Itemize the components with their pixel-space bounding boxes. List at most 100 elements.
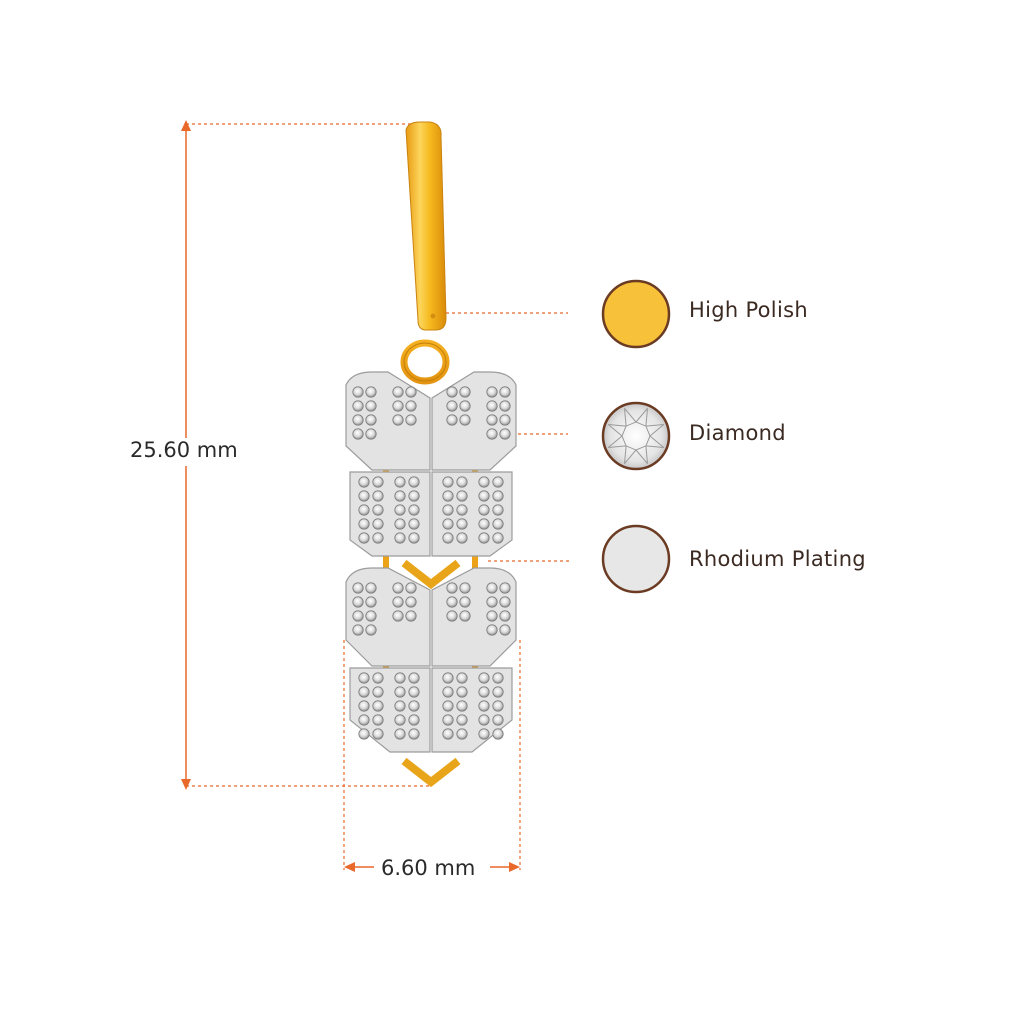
diamond-stone: [486, 596, 498, 608]
rhodium-swatch: [601, 524, 671, 594]
diamond-stone: [478, 532, 490, 544]
diamond-stone: [442, 518, 454, 530]
width-dimension: [343, 640, 521, 872]
diamond-stone: [408, 518, 420, 530]
diamond-stone: [372, 672, 384, 684]
diamond-stone: [442, 490, 454, 502]
diamond-stone: [459, 610, 471, 622]
diamond-stone: [372, 490, 384, 502]
diamond-stone: [372, 700, 384, 712]
pave-diamonds: [352, 386, 511, 740]
diamond-stone: [358, 672, 370, 684]
height-dimension-label: 25.60 mm: [130, 438, 238, 462]
diamond-stone: [442, 728, 454, 740]
diamond-stone: [446, 386, 458, 398]
diamond-stone: [394, 490, 406, 502]
diamond-stone: [405, 400, 417, 412]
upper-section: [345, 371, 517, 557]
diamond-stone: [372, 686, 384, 698]
diamond-stone: [352, 610, 364, 622]
diamond-stone: [405, 386, 417, 398]
diamond-stone: [492, 490, 504, 502]
diamond-stone: [478, 714, 490, 726]
diamond-stone: [456, 728, 468, 740]
diamond-stone: [408, 504, 420, 516]
diamond-stone: [446, 596, 458, 608]
diamond-stone: [365, 610, 377, 622]
diamond-stone: [408, 714, 420, 726]
diamond-stone: [358, 476, 370, 488]
gold-chevron-middle: [401, 559, 461, 590]
diamond-swatch: [601, 401, 671, 471]
diamond-stone: [352, 624, 364, 636]
diamond-stone: [478, 476, 490, 488]
diamond-stone: [499, 400, 511, 412]
diamond-stone: [442, 714, 454, 726]
diamond-stone: [358, 714, 370, 726]
diamond-stone: [365, 428, 377, 440]
bail: [405, 121, 447, 331]
diamond-stone: [456, 476, 468, 488]
diamond-stone: [352, 386, 364, 398]
diamond-stone: [459, 386, 471, 398]
diamond-stone: [499, 582, 511, 594]
diamond-stone: [358, 490, 370, 502]
diamond-stone: [352, 414, 364, 426]
diamond-stone: [486, 610, 498, 622]
diamond-stone: [408, 672, 420, 684]
diamond-stone: [365, 624, 377, 636]
diamond-stone: [365, 386, 377, 398]
diamond-stone: [459, 414, 471, 426]
diamond-stone: [486, 428, 498, 440]
gold-chevron-bottom: [401, 757, 461, 788]
diamond-stone: [358, 504, 370, 516]
diamond-stone: [394, 476, 406, 488]
diamond-stone: [352, 428, 364, 440]
diamond-stone: [352, 582, 364, 594]
diamond-stone: [486, 400, 498, 412]
diamond-stone: [408, 532, 420, 544]
diamond-stone: [408, 728, 420, 740]
diamond-stone: [394, 532, 406, 544]
diamond-stone: [408, 490, 420, 502]
diamond-stone: [499, 596, 511, 608]
lower-section: [345, 567, 517, 753]
diamond-stone: [405, 414, 417, 426]
bail-pin: [430, 313, 436, 319]
diamond-stone: [392, 610, 404, 622]
diamond-stone: [365, 400, 377, 412]
diamond-stone: [408, 686, 420, 698]
diamond-stone: [442, 532, 454, 544]
arrow-down-icon: [181, 779, 191, 790]
diamond-stone: [372, 728, 384, 740]
pendant: [345, 121, 517, 788]
diamond-stone: [394, 700, 406, 712]
diamond-stone: [358, 518, 370, 530]
diamond-stone: [459, 400, 471, 412]
diamond-stone: [486, 582, 498, 594]
diamond-stone: [358, 700, 370, 712]
diamond-stone: [352, 400, 364, 412]
diamond-stone: [365, 414, 377, 426]
diamond-stone: [478, 728, 490, 740]
diamond-stone: [442, 504, 454, 516]
arrow-right-icon: [509, 862, 520, 872]
diamond-stone: [394, 714, 406, 726]
jump-ring-edge: [403, 342, 447, 382]
diamond-stone: [392, 582, 404, 594]
diamond-stone: [486, 386, 498, 398]
diamond-stone: [492, 476, 504, 488]
diamond-stone: [492, 518, 504, 530]
diamond-stone: [372, 518, 384, 530]
diamond-stone: [486, 624, 498, 636]
diamond-stone: [492, 700, 504, 712]
diamond-stone: [394, 504, 406, 516]
legend-swatches: [601, 279, 671, 594]
diamond-stone: [446, 582, 458, 594]
diamond-stone: [499, 624, 511, 636]
diamond-stone: [486, 414, 498, 426]
diamond-stone: [456, 490, 468, 502]
diamond-stone: [394, 728, 406, 740]
